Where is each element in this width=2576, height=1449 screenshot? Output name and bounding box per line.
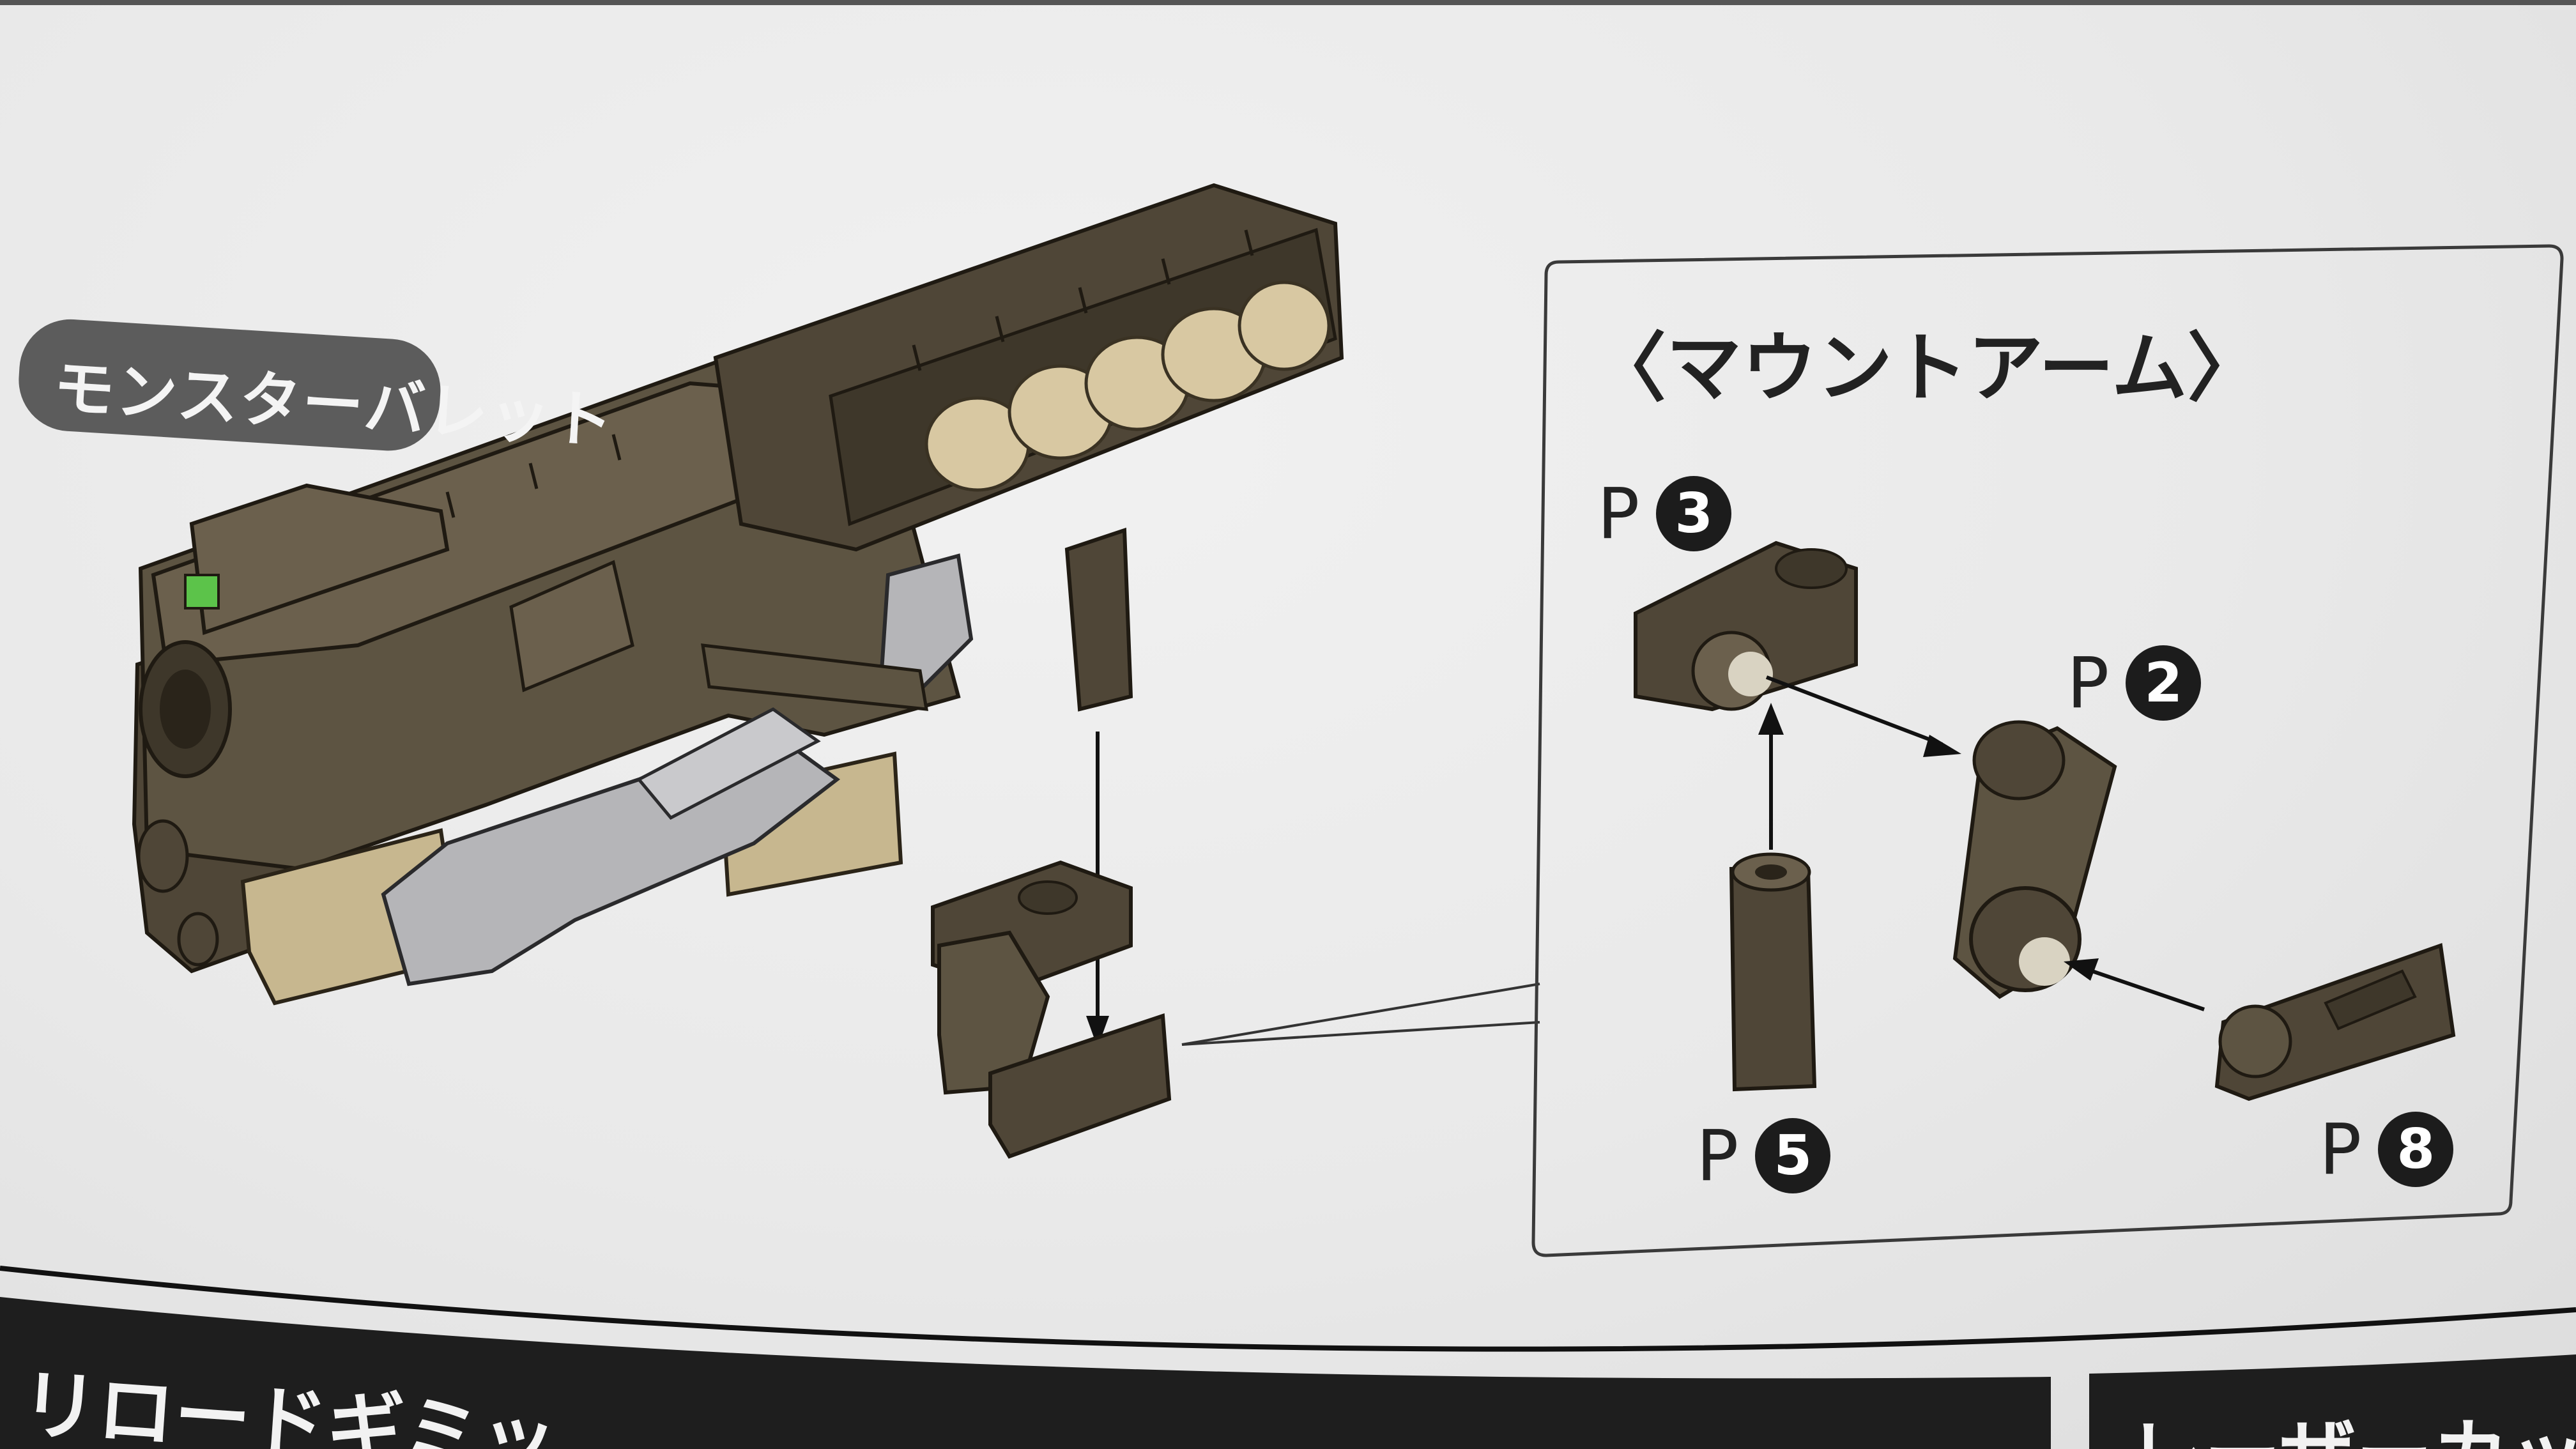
foregrip <box>1064 527 1133 712</box>
page-divider <box>0 1266 2576 1352</box>
monster-bullet-weapon <box>132 183 1344 1006</box>
top-edge <box>0 0 2576 5</box>
assembly-arrows <box>1765 675 2205 1011</box>
part-number-badge: 5 <box>1755 1118 1831 1193</box>
ammo-rounds <box>924 280 1331 492</box>
part-number-badge: 8 <box>2378 1112 2454 1187</box>
arrow-heads <box>1758 703 2099 981</box>
mount-arm-panel <box>1531 244 2564 1257</box>
part-p2 <box>1952 720 2117 999</box>
assembled-mount-arm <box>931 860 1172 1159</box>
grey-mechanism <box>381 726 841 986</box>
part-number-badge: 2 <box>2126 645 2202 721</box>
panel-title: 〈マウントアーム〉 <box>1591 324 2263 412</box>
part-p3 <box>1634 540 1858 712</box>
bottom-bar-right <box>2089 1354 2576 1449</box>
footer-right-heading: レーザーカッタ <box>2128 1393 2576 1449</box>
part-label-p5: P 5 <box>1696 1115 1831 1197</box>
part-label-p3: P 3 <box>1597 473 1732 555</box>
bottom-bar-left <box>0 1297 2051 1449</box>
green-indicator <box>184 574 220 610</box>
part-p5 <box>1729 852 1817 1092</box>
part-label-p8: P 8 <box>2319 1108 2454 1190</box>
callout-lines <box>1181 983 1540 1046</box>
part-p8 <box>2214 942 2456 1101</box>
part-number-badge: 3 <box>1656 476 1732 551</box>
part-label-p2: P 2 <box>2067 642 2202 724</box>
